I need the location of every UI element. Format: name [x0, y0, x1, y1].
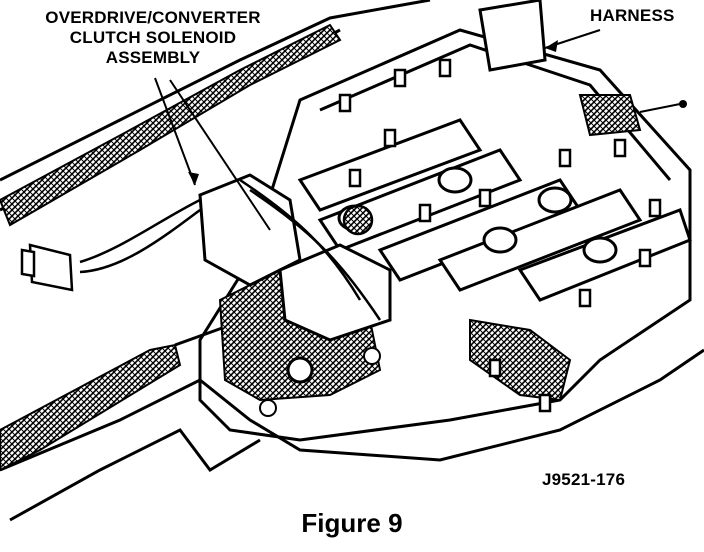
valve-spools [297, 118, 692, 302]
harness-connector [578, 94, 642, 137]
solenoid-callout-line1: OVERDRIVE/CONVERTER [45, 8, 261, 27]
wire-plug [20, 243, 74, 292]
gasket-right [469, 318, 572, 402]
filter-screen [342, 204, 374, 236]
solenoid-wires [79, 178, 382, 321]
solenoid-assembly [198, 173, 392, 342]
harness-cylinder [478, 0, 547, 72]
solenoid-callout: OVERDRIVE/CONVERTER CLUTCH SOLENOID ASSE… [18, 8, 288, 68]
lower-hatched-band [0, 343, 182, 472]
figure-caption: Figure 9 [301, 508, 403, 538]
bolts [338, 58, 662, 413]
harness-callout: HARNESS [590, 6, 675, 25]
solenoid-callout-line3: ASSEMBLY [105, 48, 201, 67]
solenoid-callout-line2: CLUTCH SOLENOID [69, 28, 237, 47]
part-number-label: J9521-176 [542, 470, 626, 489]
